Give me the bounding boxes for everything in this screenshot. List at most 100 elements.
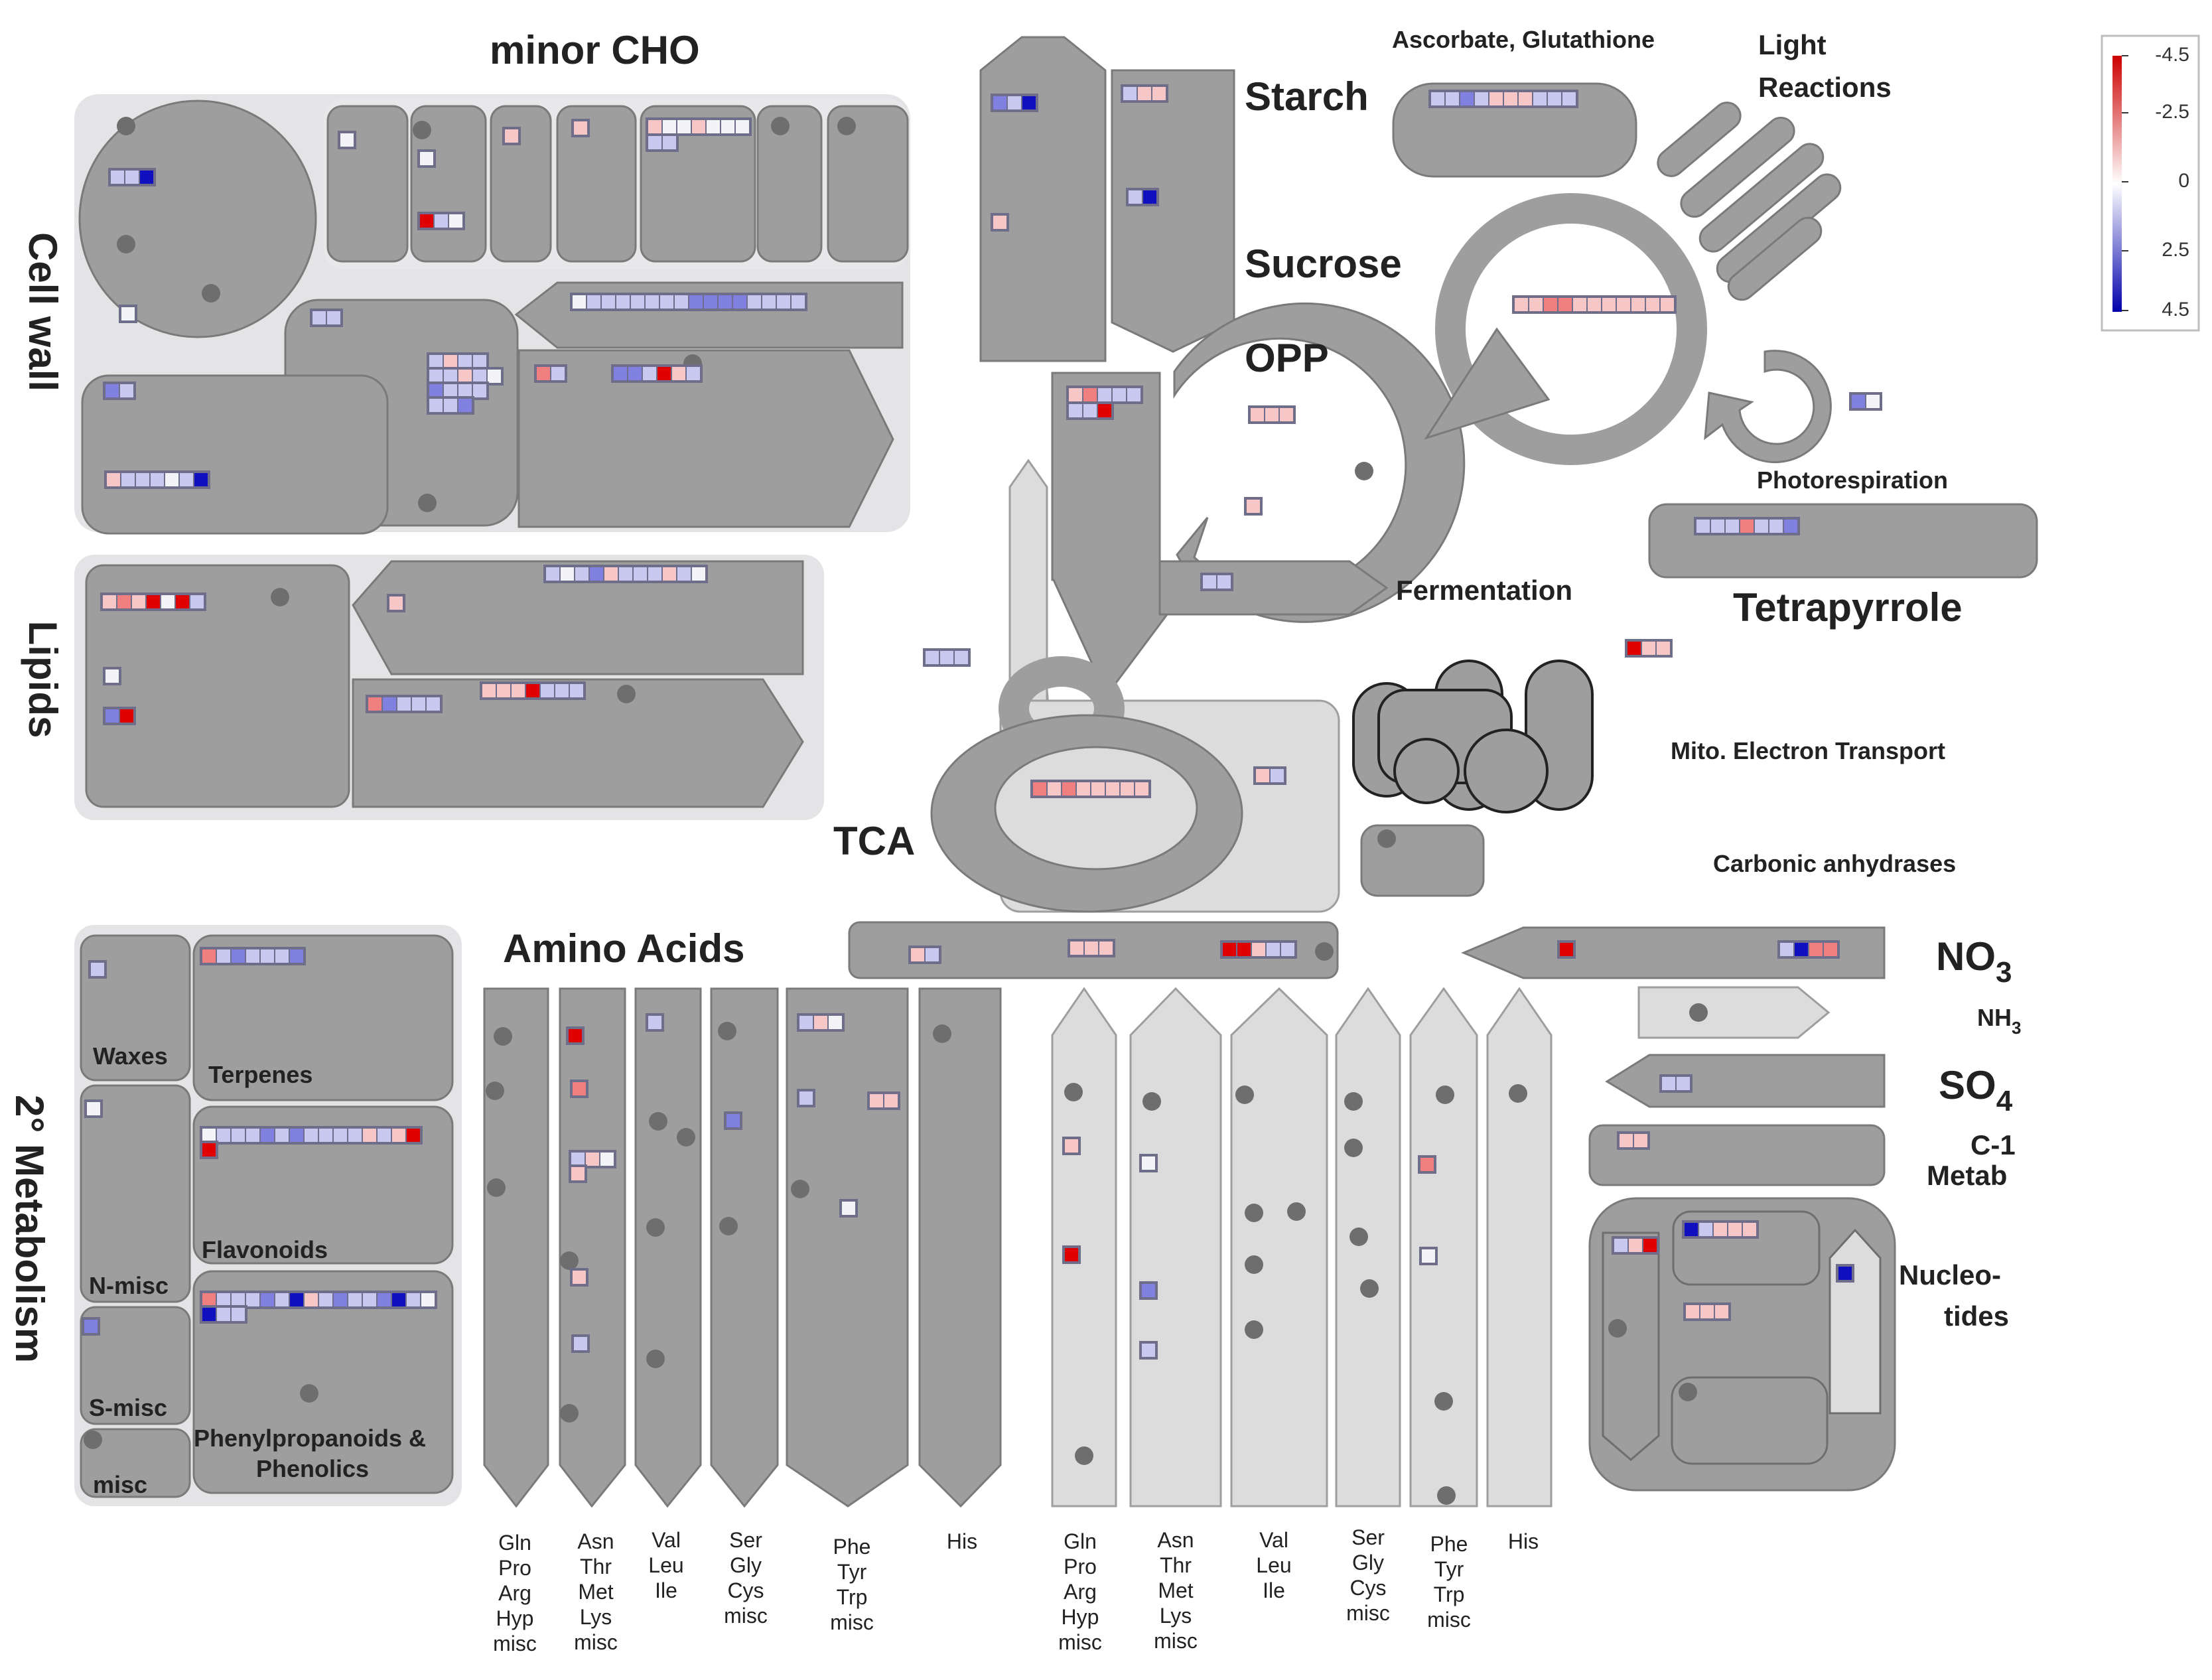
bin-cell[interactable] [1070,942,1083,955]
bin-cell[interactable] [573,1271,586,1284]
bin-cell[interactable] [1631,298,1645,311]
bin-cell[interactable] [363,1129,376,1142]
bin-cell[interactable] [232,1308,245,1321]
bin-cell[interactable] [1533,92,1547,105]
bin-cell[interactable] [202,1308,216,1321]
bin-cell[interactable] [1769,520,1783,533]
bin-cell[interactable] [232,1129,245,1142]
bin-cell[interactable] [616,295,630,309]
bin-cell[interactable] [1247,500,1260,513]
bin-cell[interactable] [1824,943,1837,956]
bin-cell[interactable] [1138,87,1151,100]
bin-cell[interactable] [217,1129,230,1142]
bin-cell[interactable] [1135,782,1148,796]
bin-cell[interactable] [1098,388,1111,401]
bin-cell[interactable] [1033,782,1046,796]
bin-cell[interactable] [458,370,472,383]
bin-cell[interactable] [427,697,440,711]
bin-cell[interactable] [512,684,525,697]
bin-cell[interactable] [232,1293,245,1306]
bin-cell[interactable] [1446,92,1459,105]
bin-cell[interactable] [1069,404,1082,417]
bin-cell[interactable] [275,949,289,963]
bin-cell[interactable] [1271,769,1284,782]
bin-cell[interactable] [911,948,924,961]
bin-cell[interactable] [1643,1239,1657,1252]
bin-cell[interactable] [217,949,230,963]
bin-cell[interactable] [1203,575,1216,589]
bin-cell[interactable] [1091,782,1105,796]
bin-cell[interactable] [634,567,647,581]
bin-cell[interactable] [631,295,644,309]
bin-cell[interactable] [1237,943,1251,956]
bin-cell[interactable] [1573,298,1586,311]
bin-cell[interactable] [84,1320,98,1333]
bin-cell[interactable] [677,567,691,581]
bin-cell[interactable] [555,684,569,697]
bin-cell[interactable] [1083,388,1097,401]
bin-cell[interactable] [246,1129,259,1142]
bin-cell[interactable] [1642,642,1655,655]
bin-cell[interactable] [91,963,104,976]
bin-cell[interactable] [458,399,472,412]
bin-cell[interactable] [687,367,700,380]
bin-cell[interactable] [1142,1344,1155,1357]
bin-cell[interactable] [587,295,600,309]
bin-cell[interactable] [648,136,661,149]
bin-cell[interactable] [692,120,705,133]
bin-cell[interactable] [232,949,245,963]
bin-cell[interactable] [1620,1134,1633,1147]
bin-cell[interactable] [412,697,425,711]
bin-cell[interactable] [799,1016,813,1029]
bin-cell[interactable] [444,355,457,368]
bin-cell[interactable] [420,152,433,165]
bin-cell[interactable] [1504,92,1517,105]
bin-cell[interactable] [663,567,676,581]
bin-cell[interactable] [1519,92,1532,105]
bin-cell[interactable] [435,214,448,228]
bin-cell[interactable] [571,1153,585,1166]
bin-cell[interactable] [397,697,411,711]
bin-cell[interactable] [348,1129,362,1142]
bin-cell[interactable] [1251,408,1264,421]
bin-cell[interactable] [1529,298,1543,311]
bin-cell[interactable] [429,355,443,368]
bin-cell[interactable] [105,709,119,723]
bin-cell[interactable] [1113,388,1126,401]
bin-cell[interactable] [202,1293,216,1306]
bin-cell[interactable] [147,595,160,608]
bin-cell[interactable] [1123,87,1137,100]
bin-cell[interactable] [648,1016,661,1029]
bin-cell[interactable] [1661,298,1674,311]
bin-cell[interactable] [814,1016,827,1029]
bin-cell[interactable] [1252,943,1265,956]
bin-cell[interactable] [692,567,705,581]
bin-cell[interactable] [561,567,574,581]
bin-cell[interactable] [541,684,554,697]
bin-cell[interactable] [677,120,691,133]
bin-cell[interactable] [1634,1134,1647,1147]
bin-cell[interactable] [604,567,618,581]
bin-cell[interactable] [1460,92,1474,105]
bin-cell[interactable] [389,596,403,610]
bin-cell[interactable] [619,567,632,581]
bin-cell[interactable] [151,473,164,486]
bin-cell[interactable] [1142,1156,1155,1170]
bin-cell[interactable] [392,1293,405,1306]
bin-cell[interactable] [121,307,135,320]
bin-cell[interactable] [1714,1223,1727,1236]
bin-cell[interactable] [1083,404,1097,417]
bin-cell[interactable] [275,1293,289,1306]
bin-cell[interactable] [444,399,457,412]
bin-cell[interactable] [319,1293,332,1306]
bin-cell[interactable] [1558,298,1572,311]
bin-cell[interactable] [569,1029,582,1042]
bin-cell[interactable] [870,1094,883,1107]
bin-cell[interactable] [1617,298,1630,311]
bin-cell[interactable] [105,669,119,683]
bin-cell[interactable] [1256,769,1269,782]
bin-cell[interactable] [473,384,486,397]
bin-cell[interactable] [1657,642,1670,655]
bin-cell[interactable] [190,595,204,608]
bin-cell[interactable] [125,171,139,184]
